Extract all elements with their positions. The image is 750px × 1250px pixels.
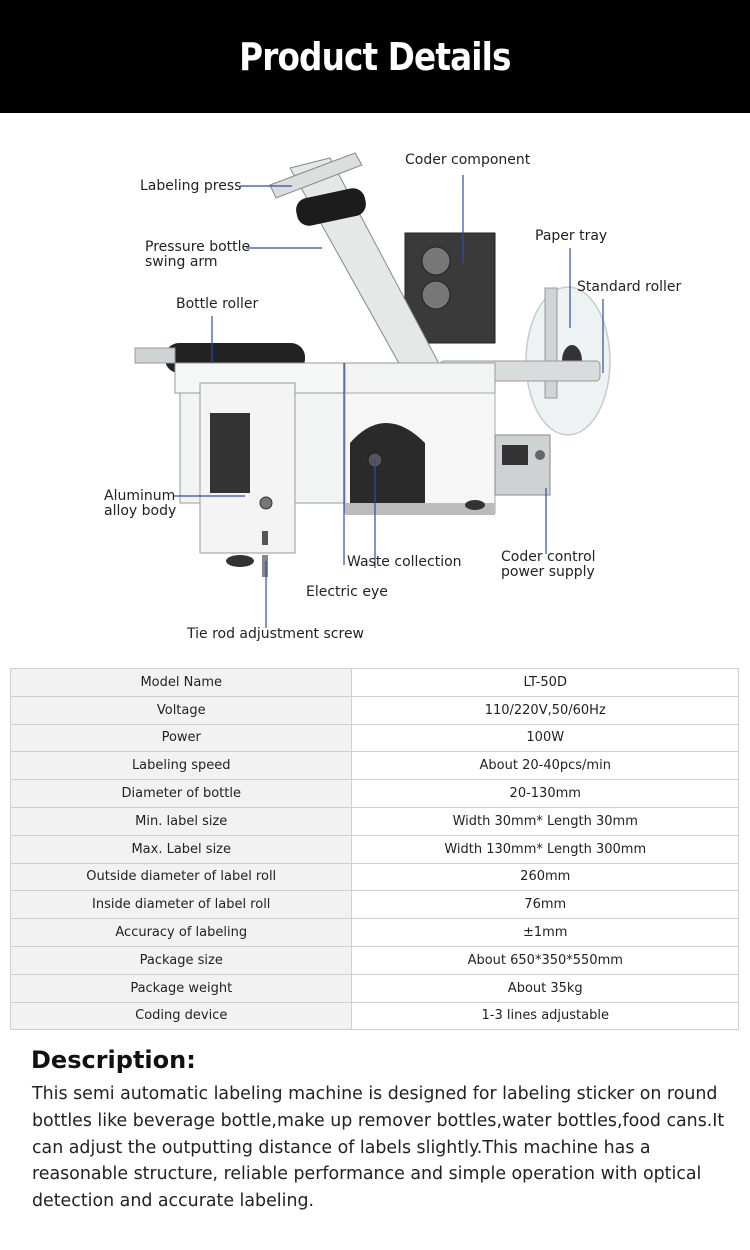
callout-bottle-roller: Bottle roller: [176, 296, 259, 312]
spec-value: About 650*350*550mm: [351, 945, 739, 975]
spec-value: 110/220V,50/60Hz: [351, 695, 739, 725]
spec-label: Coding device: [9, 1001, 353, 1031]
spec-label: Max. Label size: [9, 834, 353, 864]
body-screw: [259, 496, 273, 510]
base-bar: [345, 503, 495, 515]
callout-coder-power: Coder control power supply: [501, 549, 596, 580]
spec-value: LT-50D: [351, 668, 739, 697]
coder-display: [502, 445, 528, 465]
callout-waste-collection: Waste collection: [347, 554, 462, 570]
coder-wheel-top: [421, 246, 451, 276]
spec-value: 1-3 lines adjustable: [351, 1001, 739, 1031]
callout-standard-roller: Standard roller: [577, 279, 682, 295]
roller-bracket: [134, 347, 176, 364]
foot-right: [465, 500, 485, 510]
callout-electric-eye: Electric eye: [306, 584, 388, 600]
spec-value: Width 30mm* Length 30mm: [351, 806, 739, 836]
spec-label: Outside diameter of label roll: [9, 862, 353, 892]
labeling-press-bracket: [269, 152, 363, 199]
spec-label: Power: [9, 723, 353, 753]
side-window: [210, 413, 250, 493]
coder-knob: [535, 450, 545, 460]
electric-eye-sensor: [262, 531, 268, 545]
spec-value: ±1mm: [351, 918, 739, 947]
machine-figure: Labeling press Coder component Pressure …: [0, 113, 750, 668]
spec-value: 100W: [351, 723, 739, 753]
header-bar: Product Details: [0, 0, 750, 113]
spec-label: Package weight: [9, 973, 353, 1003]
spec-label: Inside diameter of label roll: [9, 890, 353, 920]
callout-labeling-press: Labeling press: [140, 178, 242, 194]
coder-box: [404, 232, 496, 344]
spec-value: 20-130mm: [351, 779, 739, 808]
callout-aluminum-body: Aluminum alloy body: [104, 488, 177, 519]
spec-value: 76mm: [351, 890, 739, 920]
description-text: This semi automatic labeling machine is …: [32, 1084, 725, 1212]
spec-value: 260mm: [351, 862, 739, 892]
waste-arch: [350, 423, 425, 513]
labeling-press-roller: [296, 188, 366, 226]
callout-paper-tray: Paper tray: [535, 228, 608, 244]
callout-pressure-arm: Pressure bottle swing arm: [145, 239, 251, 270]
spec-label: Min. label size: [9, 806, 353, 836]
table-row: Accuracy of labeling±1mm: [9, 918, 739, 947]
machine-illustration: [134, 152, 611, 628]
spec-label: Model Name: [9, 668, 353, 697]
page-title: Product Details: [239, 34, 511, 79]
callout-tie-rod: Tie rod adjustment screw: [187, 626, 365, 642]
spec-label: Voltage: [9, 695, 353, 725]
coder-wheel-bottom: [421, 280, 451, 310]
spec-label: Package size: [9, 945, 353, 975]
description-title: Description:: [31, 1046, 196, 1074]
foot-left: [226, 555, 254, 567]
spec-label: Diameter of bottle: [9, 779, 353, 808]
callout-lines: [173, 175, 604, 628]
callout-coder-component: Coder component: [405, 152, 531, 168]
tie-rod-screw: [262, 555, 268, 577]
spec-value: About 20-40pcs/min: [351, 751, 739, 781]
spec-label: Labeling speed: [9, 751, 353, 781]
spec-label: Accuracy of labeling: [9, 918, 353, 947]
spec-value: About 35kg: [351, 973, 739, 1003]
spec-value: Width 130mm* Length 300mm: [351, 834, 739, 864]
